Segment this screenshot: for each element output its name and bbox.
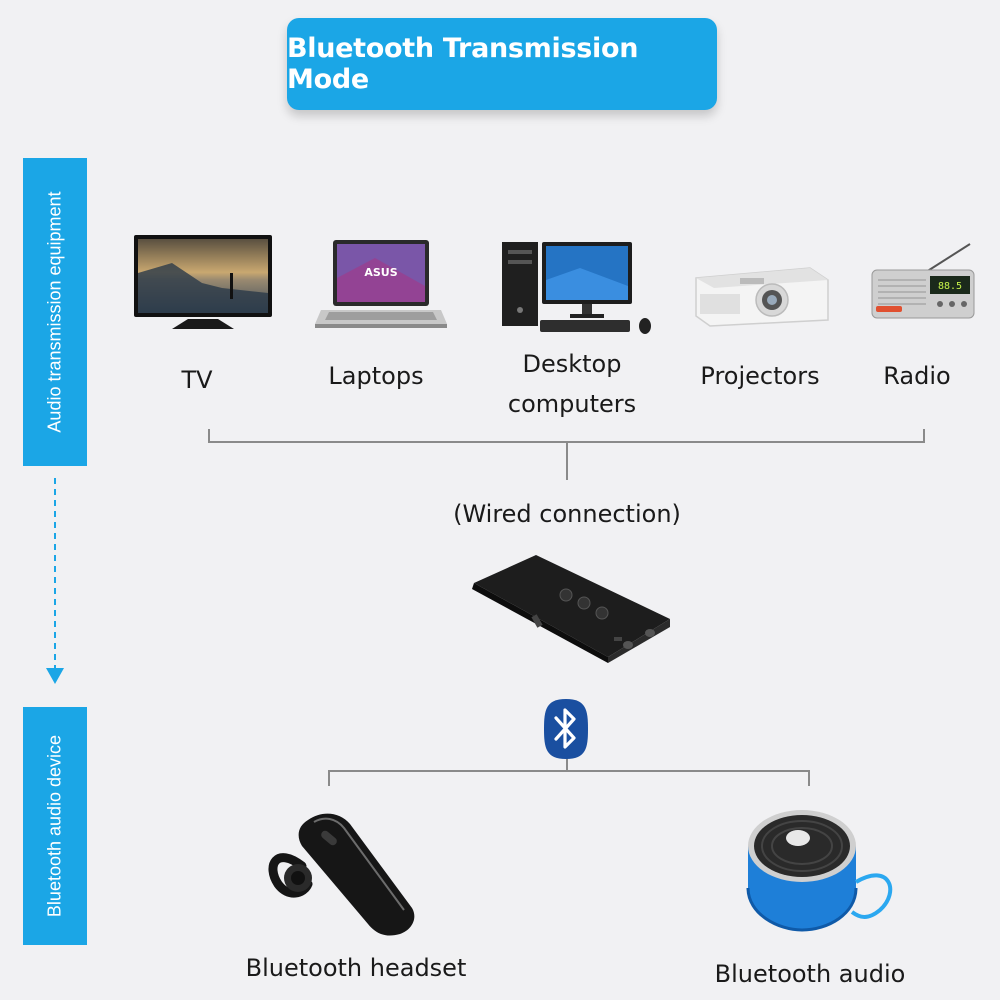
side-bar-bluetooth-audio-device: Bluetooth audio device	[23, 707, 87, 945]
page-title: Bluetooth Transmission Mode	[287, 33, 639, 95]
tv-icon	[134, 235, 272, 329]
output-bracket	[328, 758, 810, 786]
source-label-desktop-line1: Desktop	[522, 350, 622, 378]
source-label-laptops: Laptops	[328, 362, 424, 390]
radio-icon: 88.5	[871, 243, 975, 319]
bluetooth-speaker-icon	[746, 810, 893, 932]
title-banner: Bluetooth Transmission Mode	[287, 18, 717, 110]
desktop-computer-icon	[502, 242, 651, 334]
laptop-icon: ASUS	[315, 240, 447, 328]
source-label-projectors: Projectors	[700, 362, 820, 390]
source-label-tv: TV	[181, 366, 213, 394]
wired-connection-label: (Wired connection)	[453, 500, 681, 528]
arrow-down-icon	[46, 478, 64, 684]
projector-icon	[695, 267, 829, 327]
radio-display: 88.5	[938, 281, 962, 292]
bluetooth-headset-icon	[268, 813, 415, 936]
source-label-radio: Radio	[883, 362, 951, 390]
bluetooth-transmitter-icon	[472, 555, 670, 663]
source-label-desktop-line2: computers	[507, 390, 637, 418]
output-label-headset: Bluetooth headset	[245, 954, 467, 982]
output-label-speaker: Bluetooth audio	[714, 960, 906, 988]
source-bracket	[208, 429, 925, 480]
laptop-brand: ASUS	[364, 266, 397, 279]
side-bar-audio-transmission-equipment: Audio transmission equipment	[23, 158, 87, 466]
bluetooth-icon	[544, 699, 588, 759]
